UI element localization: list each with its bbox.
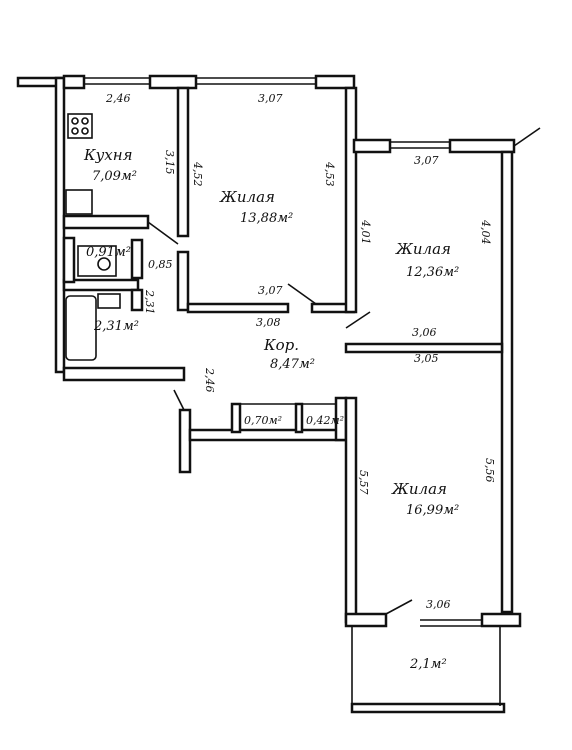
wall-bath-right xyxy=(130,288,144,312)
toilet-bowl xyxy=(97,257,111,271)
stove-burner xyxy=(71,127,79,135)
dim-corridor-top: 3,08 xyxy=(256,316,281,329)
wall-closets-bottom xyxy=(188,428,348,442)
dim-living2-right: 4,04 xyxy=(479,219,492,245)
bath-area: 2,31м² xyxy=(93,319,139,334)
wall-bath-bottom xyxy=(62,366,186,382)
living1-area: 13,88м² xyxy=(240,211,293,226)
wall-wc-left-inner xyxy=(62,236,76,284)
wall-living1-right xyxy=(344,86,358,314)
dim-living2-left: 4,01 xyxy=(359,219,372,245)
wall-living2-top-left xyxy=(352,138,392,154)
living3-area: 16,99м² xyxy=(406,503,459,518)
wall-top-mid xyxy=(148,74,198,90)
window-living1 xyxy=(196,77,316,85)
walls xyxy=(16,74,541,714)
living1-name: Жилая xyxy=(219,188,275,206)
toilet-icon xyxy=(77,245,117,277)
fixtures xyxy=(65,113,413,615)
sink-icon xyxy=(65,189,93,215)
dim-living1-bottom: 3,07 xyxy=(258,284,283,297)
wall-living2-living3 xyxy=(344,342,504,354)
dim-living3-top: 3,05 xyxy=(414,352,439,365)
dim-wc-width: 0,85 xyxy=(148,258,173,271)
door-corridor xyxy=(173,389,185,411)
wall-living2-top-right xyxy=(448,138,516,154)
kitchen-area: 7,09м² xyxy=(92,169,137,184)
bathtub-icon xyxy=(65,295,97,361)
washbasin-icon xyxy=(97,293,121,309)
wall-kitchen-living1 xyxy=(176,86,190,238)
dimension-labels: 2,46 3,15 3,07 4,52 4,53 3,07 3,07 4,01 … xyxy=(105,92,496,611)
dim-kitchen-width: 2,46 xyxy=(105,92,131,105)
dim-living2-top: 3,07 xyxy=(414,154,439,167)
wall-corridor-lower-left xyxy=(178,408,192,474)
dim-balcony-width: 3,06 xyxy=(426,598,451,611)
dim-living2-bottom: 3,06 xyxy=(412,326,437,339)
wall-top-kitchen xyxy=(62,74,86,90)
dim-living1-left: 4,52 xyxy=(191,161,204,187)
outer-edge-right xyxy=(513,127,541,147)
door-living1 xyxy=(287,283,317,305)
wall-top-right xyxy=(314,74,356,90)
wall-living3-bottom-right xyxy=(480,612,522,628)
stove-burner xyxy=(81,127,89,135)
living2-name: Жилая xyxy=(395,240,451,258)
living2-area: 12,36м² xyxy=(406,265,459,280)
dim-kitchen-depth: 3,15 xyxy=(163,150,176,175)
wall-living1-lower xyxy=(176,250,190,312)
window-kitchen xyxy=(84,77,150,85)
room-labels: Кухня 7,09м² Жилая 13,88м² Жилая 12,36м²… xyxy=(83,146,459,672)
dim-corridor-left: 2,46 xyxy=(203,367,216,393)
living3-name: Жилая xyxy=(391,480,447,498)
dim-living1-top: 3,07 xyxy=(258,92,283,105)
kitchen-name: Кухня xyxy=(83,146,133,164)
stove-burner xyxy=(81,117,89,125)
corridor-name: Кор. xyxy=(263,336,299,354)
wall-living1-bottom xyxy=(186,302,290,314)
wall-closet-divider xyxy=(294,402,304,434)
dim-bath-side: 2,31 xyxy=(143,289,156,315)
window-living2 xyxy=(390,141,450,149)
dim-living3-left: 5,57 xyxy=(357,470,370,495)
stove-burner xyxy=(71,117,79,125)
wc-area: 0,91м² xyxy=(86,245,131,260)
dim-living1-right: 4,53 xyxy=(323,161,336,187)
balcony-rail xyxy=(350,702,506,714)
door-living2 xyxy=(345,311,371,329)
wall-wc-right xyxy=(130,238,144,280)
wall-living3-left xyxy=(344,396,358,624)
window-balcony-door xyxy=(420,619,482,627)
wall-kitchen-bottom xyxy=(62,214,150,230)
door-kitchen xyxy=(147,221,179,245)
balcony-area: 2,1м² xyxy=(409,657,447,672)
dim-living3-right: 5,56 xyxy=(483,458,496,483)
wall-right-exterior xyxy=(500,150,514,614)
door-living3 xyxy=(385,599,413,615)
corridor-area: 8,47м² xyxy=(270,357,315,372)
wall-closet-left xyxy=(230,402,242,434)
closet1-area: 0,70м² xyxy=(244,414,282,427)
closet2-area: 0,42м² xyxy=(306,414,344,427)
stove-icon xyxy=(67,113,93,139)
wall-living3-bottom-left xyxy=(344,612,388,628)
